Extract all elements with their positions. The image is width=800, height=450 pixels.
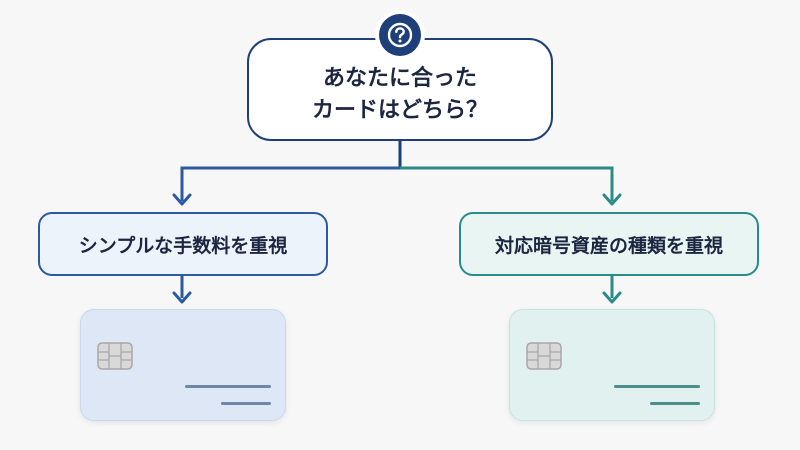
card-illustration-left [80,309,286,421]
question-line-2: カードはどちら？ [311,97,488,123]
option-crypto-variety: 対応暗号資産の種類を重視 [459,212,759,276]
option-label-right: 対応暗号資産の種類を重視 [494,234,723,257]
arrow-head-right [602,193,622,206]
arrow-head-left [172,193,192,206]
question-mark-icon [375,10,425,60]
card-line [650,402,700,405]
card-chip-icon [526,342,562,370]
card-arrow-head-left [172,291,192,304]
card-line [185,385,271,388]
card-line [221,402,271,405]
card-line [614,385,700,388]
option-label-left: シンプルな手数料を重視 [78,234,288,257]
option-simple-fees: シンプルな手数料を重視 [38,212,328,276]
question-line-1: あなたに合った [322,65,477,91]
card-chip-icon [97,342,133,370]
card-illustration-right [509,309,715,421]
card-arrow-head-right [602,291,622,304]
